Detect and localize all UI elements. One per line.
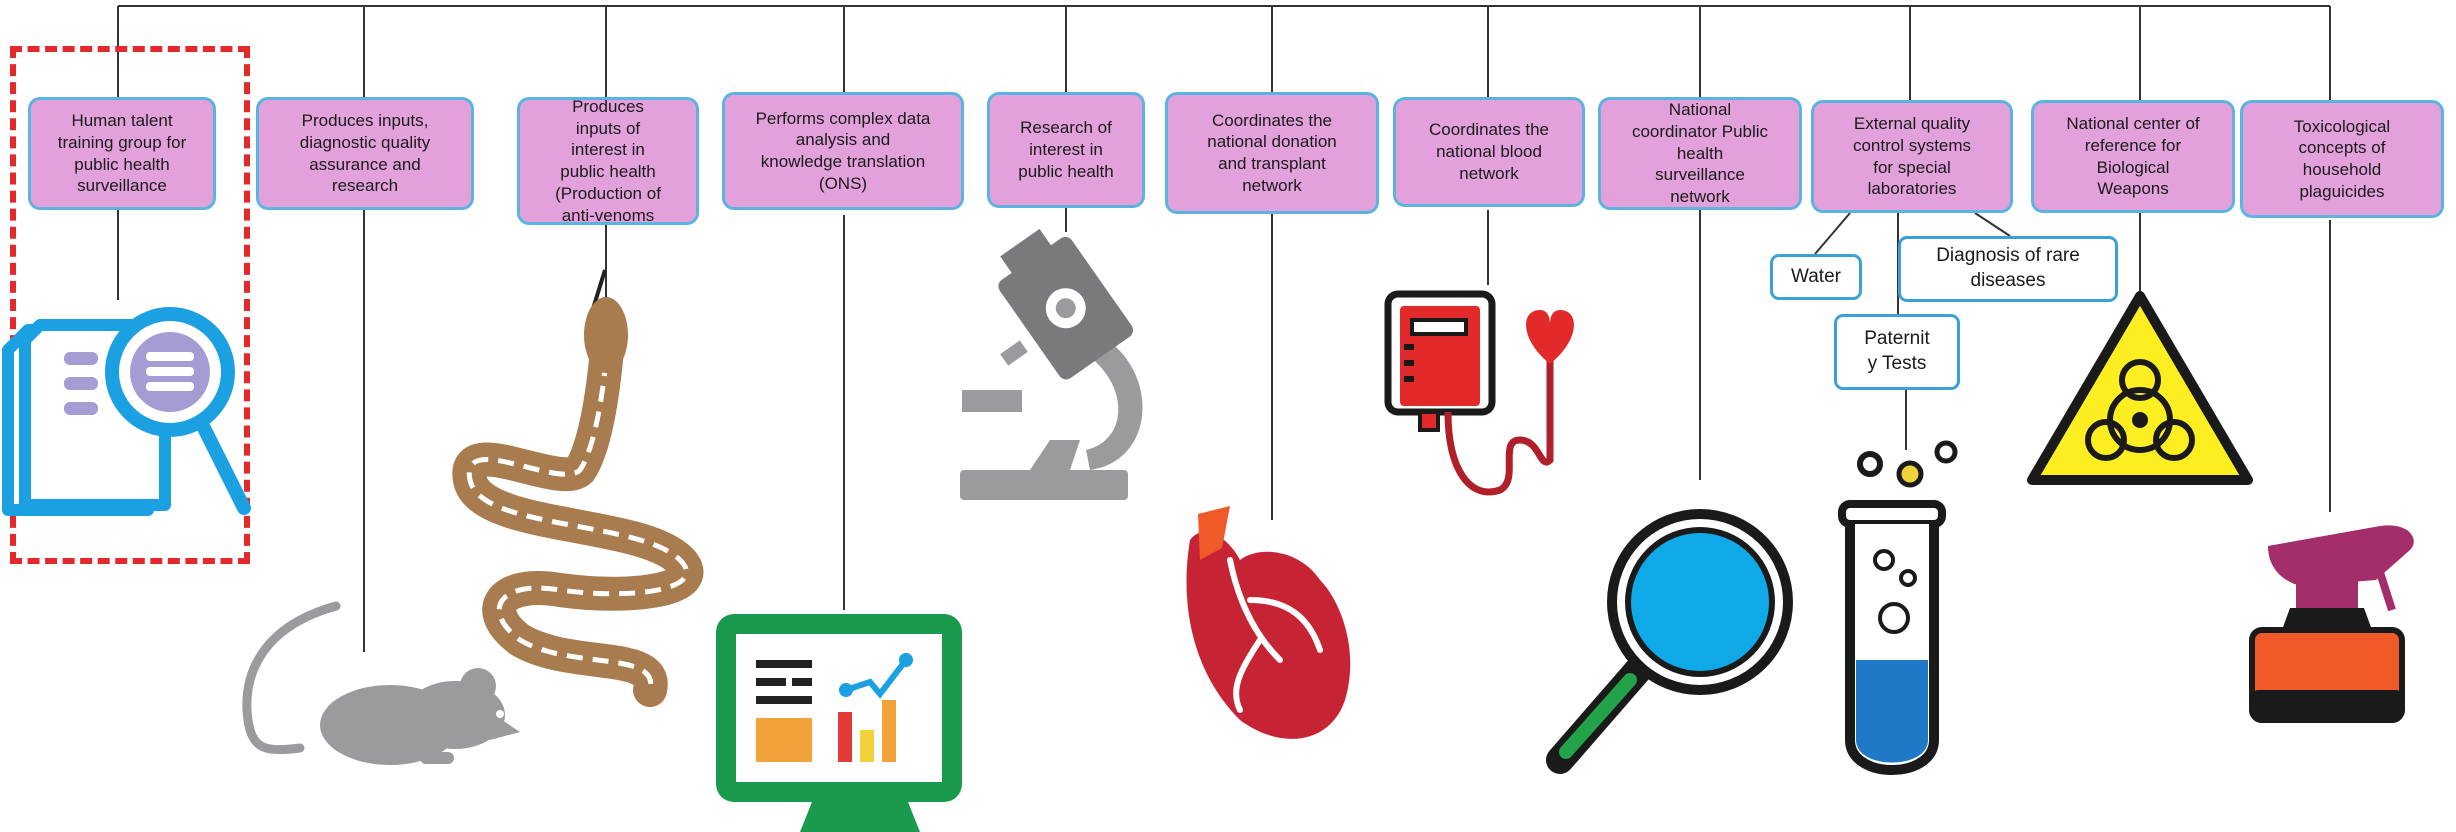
spray-bottle-icon	[2249, 525, 2414, 723]
function-box-data-analysis: Performs complex data analysis and knowl…	[722, 92, 964, 210]
data-monitor-icon	[716, 614, 962, 832]
test-tube-icon	[1838, 440, 1958, 775]
function-box-surveillance-network: National coordinator Public health surve…	[1598, 97, 1802, 210]
document-search-icon	[2, 307, 251, 516]
sub-box-water: Water	[1770, 254, 1862, 300]
sub-box-paternity-tests: Paternit y Tests	[1834, 314, 1960, 390]
snake-icon	[452, 297, 704, 707]
highlight-frame	[10, 46, 250, 564]
mouse-icon	[242, 601, 520, 765]
function-box-biological-weapons: National center of reference for Biologi…	[2031, 100, 2235, 213]
function-box-blood-network: Coordinates the national blood network	[1393, 97, 1585, 207]
blood-bag-icon	[1384, 290, 1574, 496]
function-box-research: Research of interest in public health	[987, 92, 1145, 208]
heart-icon	[1186, 506, 1351, 739]
sub-box-rare-diseases: Diagnosis of rare diseases	[1898, 236, 2118, 302]
function-box-inputs-quality: Produces inputs, diagnostic quality assu…	[256, 97, 474, 210]
function-box-external-quality: External quality control systems for spe…	[1811, 100, 2013, 213]
magnifying-glass-icon	[1546, 509, 1793, 774]
function-box-anti-venoms: Produces inputs of interest in public he…	[517, 97, 699, 225]
function-box-donation-transplant: Coordinates the national donation and tr…	[1165, 92, 1379, 214]
biohazard-icon	[2027, 291, 2253, 485]
microscope-icon	[960, 228, 1143, 500]
function-box-plaguicides: Toxicological concepts of household plag…	[2240, 100, 2444, 218]
function-box-talent-training: Human talent training group for public h…	[28, 97, 216, 210]
